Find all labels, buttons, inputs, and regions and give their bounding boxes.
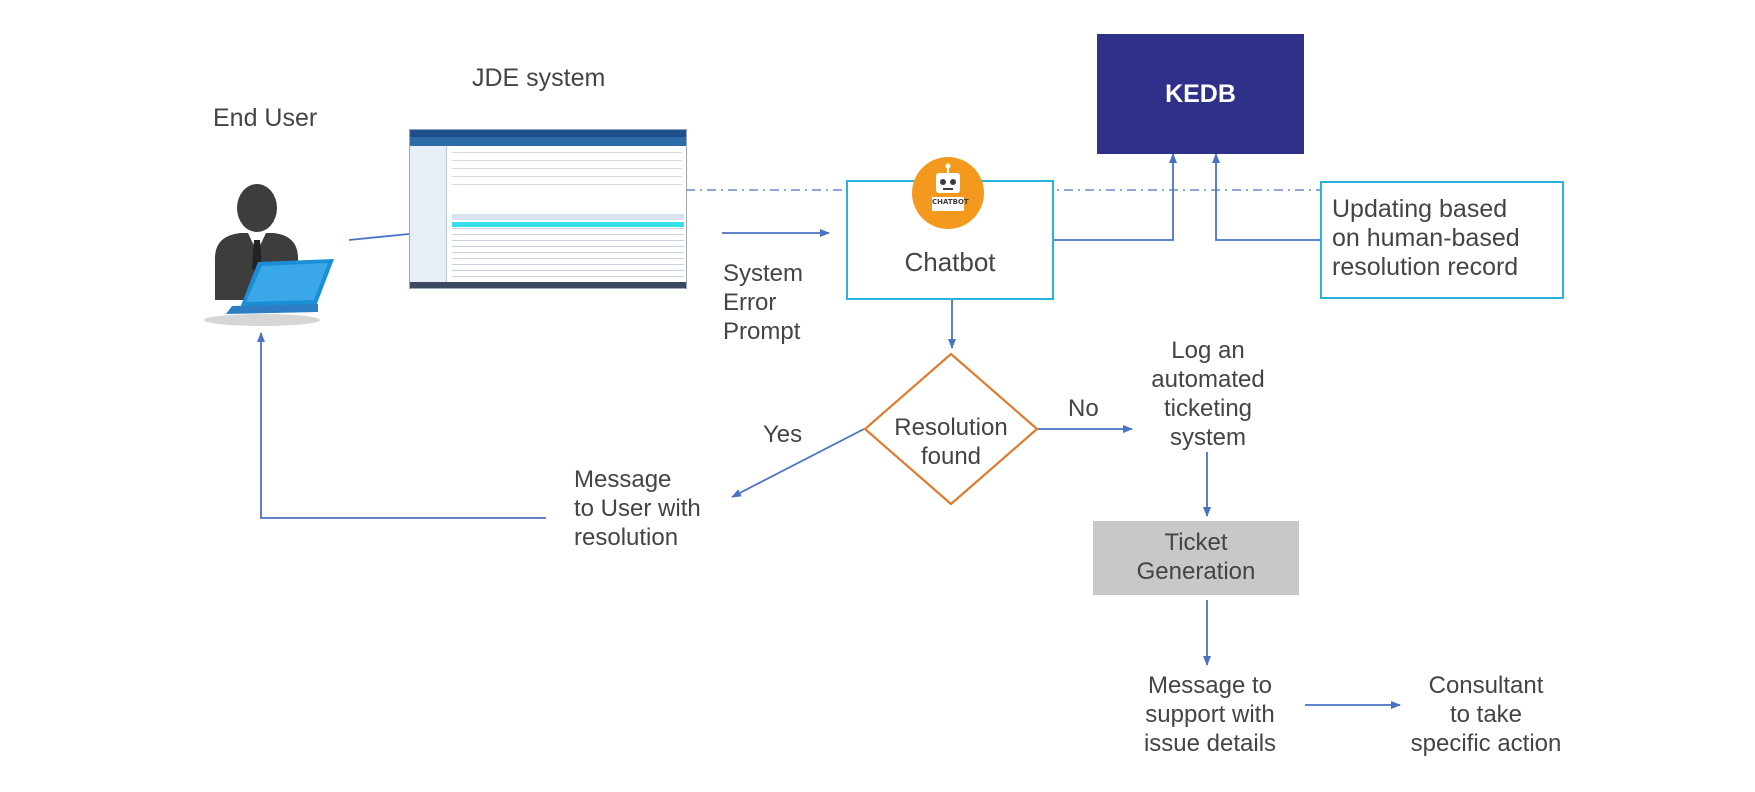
jde-grid-rows — [452, 228, 684, 278]
message-to-user-arrow — [257, 332, 546, 519]
system-error-label: System Error Prompt — [723, 260, 804, 345]
jde-grid-header — [452, 214, 684, 220]
decision-diamond — [863, 352, 1039, 506]
no-label: No — [1068, 395, 1099, 422]
consultant-label: Consultant to take specific action — [1410, 672, 1562, 757]
message-user-label: Message to User with resolution — [574, 466, 701, 551]
kedb-label: KEDB — [1165, 79, 1236, 108]
jde-sidebar — [410, 146, 447, 282]
jde-titlebar — [410, 130, 686, 137]
chatbot-label: Chatbot — [904, 247, 996, 277]
ticket-generation-box: Ticket Generation — [1093, 521, 1299, 595]
jde-toolbar — [410, 137, 686, 146]
resolution-found-label: Resolution found — [894, 414, 1008, 470]
robot-icon: CHATBOT — [912, 157, 984, 229]
jde-screenshot — [409, 129, 687, 289]
jde-taskbar — [410, 282, 686, 288]
robot-badge-label: CHATBOT — [932, 198, 969, 206]
message-support-label: Message to support with issue details — [1143, 672, 1277, 757]
jde-system-label: JDE system — [472, 64, 606, 92]
end-user-label: End User — [213, 104, 318, 132]
user-to-jde-line — [348, 233, 410, 241]
jde-highlight-row — [452, 222, 684, 227]
kedb-chatbot-arrows — [1045, 153, 1177, 244]
log-ticket-label: Log an automated ticketing system — [1151, 337, 1265, 451]
updating-box: Updating based on human-based resolution… — [1320, 181, 1564, 299]
ticket-generation-label: Ticket Generation — [1136, 529, 1256, 585]
jde-form-lines — [452, 152, 682, 192]
kedb-box: KEDB — [1097, 34, 1304, 154]
updating-to-kedb-arrow — [1212, 153, 1320, 241]
updating-label: Updating based on human-based resolution… — [1332, 195, 1520, 281]
decision-yes-arrow — [731, 428, 865, 498]
yes-label: Yes — [763, 421, 803, 448]
